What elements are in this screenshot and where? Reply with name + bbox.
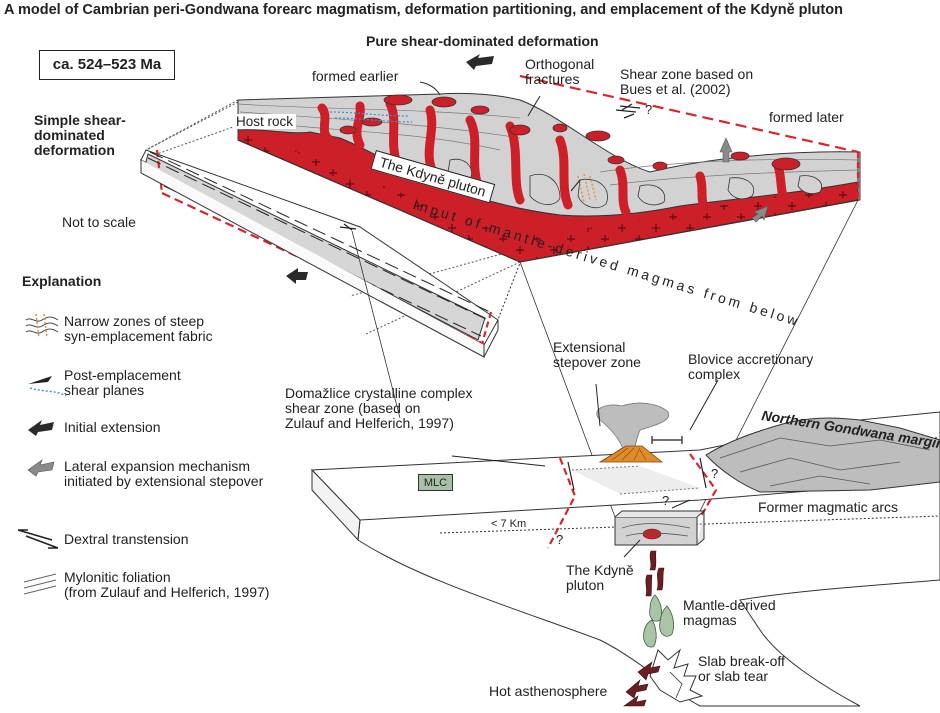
slab-label: Slab break-off or slab tear [698,653,785,684]
kdyne-pluton-lower-label: The Kdyně pluton [566,562,634,593]
mylonitic-foliation-icon [23,573,57,595]
question-mark-lower-1: ? [556,532,564,547]
mantle-magmas-label: Mantle-derived magmas [683,597,776,628]
extensional-stepover-label: Extensional stepover zone [553,339,641,370]
hot-asthenosphere-label: Hot asthenosphere [489,683,608,699]
explanation-heading: Explanation [22,273,102,289]
asthenosphere-arrows [623,661,661,707]
gondwana-mountains [705,417,940,493]
stepover-zone [572,466,700,494]
lateral-expansion-arrow-1 [719,137,733,163]
question-mark-lower-3: ? [711,466,719,481]
dextral-transtension-icon [17,529,59,549]
shear-plane-icon [28,376,67,397]
legend-extension-text: Initial extension [64,419,161,435]
mlc-label: MLC [418,474,453,491]
initial-extension-arrow-left [286,268,308,284]
former-arcs-label: Former magmatic arcs [758,499,899,515]
orthogonal-fractures-label: Orthogonal fractures [525,56,595,87]
question-mark-lower-2: ? [662,493,670,508]
depth-label: < 7 Km [491,518,527,530]
legend-shear-plane-text: Post-emplacement shear planes [64,367,181,398]
shear-zone-bues-label: Shear zone based on Bues et al. (2002) [620,66,754,97]
upper-block-diagram [139,54,861,358]
formed-earlier-label: formed earlier [312,68,399,84]
slab-break-off [649,648,704,703]
pure-shear-label: Pure shear-dominated deformation [366,33,599,49]
figure-title: A model of Cambrian peri-Gondwana forear… [4,2,843,18]
simple-shear-label: Simple shear- dominated deformation [34,112,126,158]
legend-mylonitic-text: Mylonitic foliation (from Zulauf and Hel… [64,569,270,600]
initial-extension-arrow-top [466,54,494,70]
legend-lateral-expansion-text: Lateral expansion mechanism initiated by… [64,458,264,489]
host-rock-label: Host rock [233,114,297,129]
lateral-expansion-arrow-2 [751,205,769,223]
extension-arrow-icon [28,420,54,436]
eruption-plume [596,402,670,459]
blovice-label: Blovice accretionary complex [688,351,814,382]
domazlice-label: Domažlice crystalline complex shear zone… [285,385,473,431]
question-mark-top: ? [645,102,653,117]
age-label: ca. 524–523 Ma [52,56,162,73]
steep-fabric-icon [25,313,59,339]
legend-dextral-text: Dextral transtension [64,531,189,547]
lower-block-diagram [310,379,940,707]
lateral-expansion-icon [27,459,55,477]
legend-steep-fabric-text: Narrow zones of steep syn-emplacement fa… [64,313,213,344]
formed-later-label: formed later [769,109,844,125]
age-box: ca. 524–523 Ma [39,50,175,80]
not-to-scale-label: Not to scale [62,214,136,230]
